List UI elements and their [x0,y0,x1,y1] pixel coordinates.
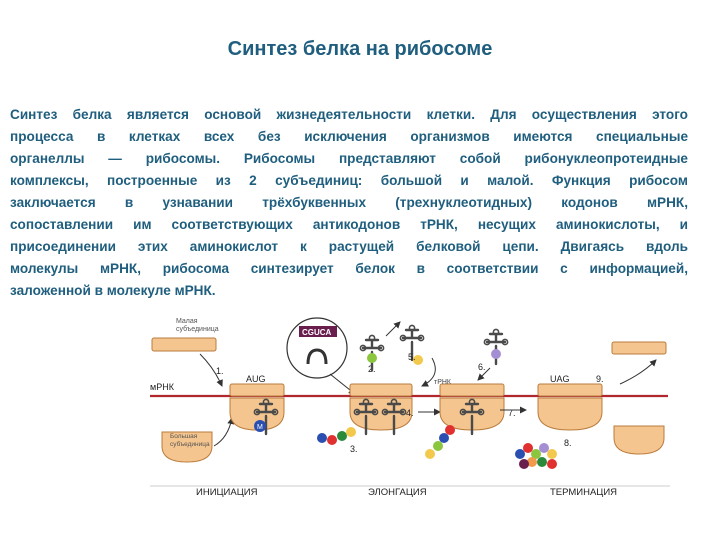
arrow [619,359,657,385]
amino-acid [537,457,547,467]
step-label: 3. [350,444,358,454]
paragraph-line: органеллы — рибосомы. Рибосомы представл… [10,151,688,166]
amino-acid [547,459,557,469]
arrow [213,417,235,447]
paragraph-line: заключается в узнавании трёхбуквенных (т… [10,195,688,210]
step-label: 7. [508,408,516,418]
paragraph-line: заложенной в молекуле мРНК. [10,283,216,298]
paragraph-line: молекулы мРНК, рибосома синтезирует бело… [10,261,688,276]
small-subunit-label: субъединица [176,325,219,333]
ribosome-small-released [611,341,667,355]
ribosome-large [537,397,603,431]
codon-box [299,326,337,337]
amino-acid [519,459,529,469]
protein-synthesis-diagram: Малая субъединица мРНК Большая субъедини… [150,314,670,500]
step-label: 9. [596,374,604,384]
amino-label: M [257,424,263,431]
amino-acid [539,443,549,453]
stage-termination: ТЕРМИНАЦИЯ [550,487,617,498]
arrow [385,321,401,337]
diagram-svg: Малая субъединица мРНК Большая субъедини… [150,317,670,498]
paragraph-line: процесса в клетках всех без исключения о… [10,129,688,144]
amino-acid [439,433,449,443]
paragraph-line: присоединении этих аминокислот к растуще… [10,239,688,254]
step-label: 6. [478,362,486,372]
amino-acid [346,427,356,437]
amino-acid [445,425,455,435]
arrow [421,357,436,387]
amino-acid [547,449,557,459]
ribosome-small [439,383,505,397]
small-subunit-label: Малая [176,318,198,325]
trna-label: тРНК [434,379,452,386]
ribosome-small [229,383,285,397]
trna-icon [359,334,385,372]
stop-codon: UAG [550,374,570,384]
amino-acid [531,449,541,459]
arrow [199,353,223,387]
amino-acid [425,449,435,459]
zoom-codon: CGUCA [302,328,332,337]
ribosome-small [349,383,413,397]
body-paragraph: Синтез белка является основой жизнедеяте… [10,104,688,302]
start-codon: AUG [246,374,266,384]
step-label: 5. [408,352,416,362]
paragraph-line: сопоставлении им соответствующих антикод… [10,217,688,232]
amino-acid [317,433,327,443]
amino-acid [327,435,337,445]
step-label: 4. [406,408,414,418]
paragraph-line: Синтез белка является основой жизнедеяте… [10,107,688,122]
step-label: 1. [216,366,224,376]
amino-acid [523,443,533,453]
stage-elongation: ЭЛОНГАЦИЯ [368,487,427,498]
large-subunit-label: субъединица [170,440,210,448]
ribosome-small [537,383,603,397]
mrna-label: мРНК [150,382,175,392]
stage-initiation: ИНИЦИАЦИЯ [196,487,258,498]
amino-acid [515,449,525,459]
amino-acid [367,353,377,363]
small-subunit [151,337,217,352]
amino-acid [254,420,266,432]
large-subunit [161,431,213,463]
amino-acid [413,355,423,365]
amino-acid [491,349,501,359]
arrow [477,367,491,381]
step-label: 8. [564,438,572,448]
anticodon-loop [306,348,328,365]
amino-acid [433,441,443,451]
page-title: Синтез белка на рибосоме [227,38,493,60]
paragraph-line: комплексы, построенные из 2 субъединиц: … [10,173,688,188]
large-subunit-label: Большая [170,433,198,440]
amino-acid [527,457,537,467]
ribosome-large-released [613,425,665,455]
amino-acid [337,431,347,441]
